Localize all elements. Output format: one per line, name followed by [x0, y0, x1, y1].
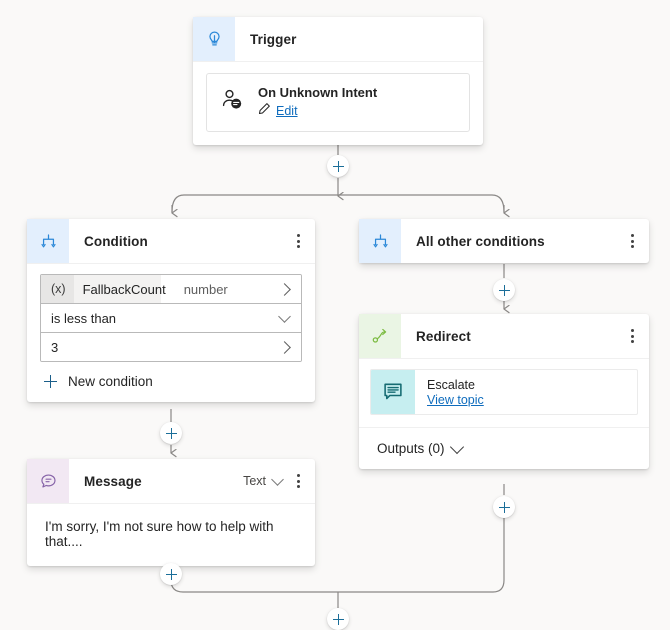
chevron-down-icon[interactable]	[278, 309, 291, 323]
person-chat-icon	[219, 87, 245, 118]
all-other-conditions-header: All other conditions	[359, 219, 649, 263]
redirect-arrow-icon	[359, 314, 401, 358]
trigger-node-header: Trigger	[193, 17, 483, 62]
redirect-topic-card[interactable]: Escalate View topic	[370, 369, 638, 415]
kebab-menu-icon[interactable]	[625, 230, 639, 252]
lightbulb-icon	[193, 17, 235, 61]
redirect-header-actions	[625, 314, 649, 358]
trigger-node-body: On Unknown Intent Edit	[193, 62, 483, 145]
message-node-title: Message	[84, 473, 142, 489]
condition-value-row[interactable]: 3	[41, 333, 301, 361]
message-node[interactable]: Message Text I'm sorry, I'm not sure how…	[27, 459, 315, 566]
add-node-after-condition[interactable]	[160, 422, 182, 444]
trigger-node[interactable]: Trigger On Unknown Intent	[193, 17, 483, 145]
condition-operator-value: is less than	[51, 310, 117, 326]
redirect-topic-text: Escalate View topic	[415, 370, 484, 414]
chevron-down-icon	[449, 439, 464, 454]
trigger-item-title: On Unknown Intent	[258, 85, 378, 100]
redirect-topic-title: Escalate	[427, 377, 475, 392]
redirect-node-body: Escalate View topic	[359, 359, 649, 428]
redirect-node[interactable]: Redirect Escalate View topic Outp	[359, 314, 649, 469]
kebab-menu-icon[interactable]	[291, 470, 305, 492]
message-node-header: Message Text	[27, 459, 315, 504]
kebab-menu-icon[interactable]	[291, 230, 305, 252]
add-node-after-all-other-conditions[interactable]	[493, 279, 515, 301]
variable-chip[interactable]: (x) FallbackCount number	[41, 275, 228, 303]
branch-icon	[27, 219, 69, 263]
condition-node-header: Condition	[27, 219, 315, 264]
redirect-outputs-toggle[interactable]: Outputs (0)	[359, 428, 649, 469]
chevron-right-icon[interactable]	[278, 340, 291, 354]
redirect-outputs-label: Outputs (0)	[377, 441, 445, 456]
trigger-node-title: Trigger	[250, 31, 297, 47]
trigger-item-on-unknown-intent[interactable]: On Unknown Intent Edit	[206, 73, 470, 132]
trigger-edit-link[interactable]: Edit	[276, 104, 298, 118]
all-other-conditions-node[interactable]: All other conditions	[359, 219, 649, 263]
message-text[interactable]: I'm sorry, I'm not sure how to help with…	[45, 519, 274, 549]
plus-icon	[44, 375, 57, 388]
variable-x-label: (x)	[41, 275, 74, 303]
all-other-conditions-actions	[625, 219, 649, 263]
view-topic-link[interactable]: View topic	[427, 392, 484, 407]
pencil-icon	[258, 102, 271, 120]
message-bubble-icon	[27, 459, 69, 503]
condition-node-title: Condition	[84, 233, 148, 249]
all-other-conditions-title: All other conditions	[416, 233, 545, 249]
chevron-right-icon[interactable]	[278, 282, 291, 296]
chevron-down-icon[interactable]	[271, 472, 284, 486]
redirect-node-header: Redirect	[359, 314, 649, 359]
trigger-edit-row[interactable]: Edit	[258, 102, 377, 120]
message-header-actions: Text	[243, 459, 315, 503]
condition-variable-row[interactable]: (x) FallbackCount number	[41, 275, 301, 304]
add-node-after-message[interactable]	[160, 563, 182, 585]
add-node-after-merge[interactable]	[327, 608, 349, 630]
new-condition-button[interactable]: New condition	[40, 374, 302, 389]
new-condition-label: New condition	[68, 374, 153, 389]
variable-type: number	[183, 281, 228, 297]
condition-operator-row[interactable]: is less than	[41, 304, 301, 333]
add-node-after-trigger[interactable]	[327, 155, 349, 177]
chat-bubble-lines-icon	[371, 370, 415, 414]
condition-header-actions	[291, 219, 315, 263]
branch-icon	[359, 219, 401, 263]
add-node-after-redirect[interactable]	[493, 496, 515, 518]
message-type-label[interactable]: Text	[243, 474, 266, 488]
trigger-item-text: On Unknown Intent Edit	[258, 85, 377, 120]
redirect-node-title: Redirect	[416, 328, 471, 344]
kebab-menu-icon[interactable]	[625, 325, 639, 347]
condition-node-body: (x) FallbackCount number is less than 3	[27, 264, 315, 402]
condition-node[interactable]: Condition (x) FallbackCount number	[27, 219, 315, 402]
condition-value: 3	[51, 339, 59, 355]
condition-rows: (x) FallbackCount number is less than 3	[40, 274, 302, 362]
variable-name: FallbackCount	[82, 281, 166, 297]
